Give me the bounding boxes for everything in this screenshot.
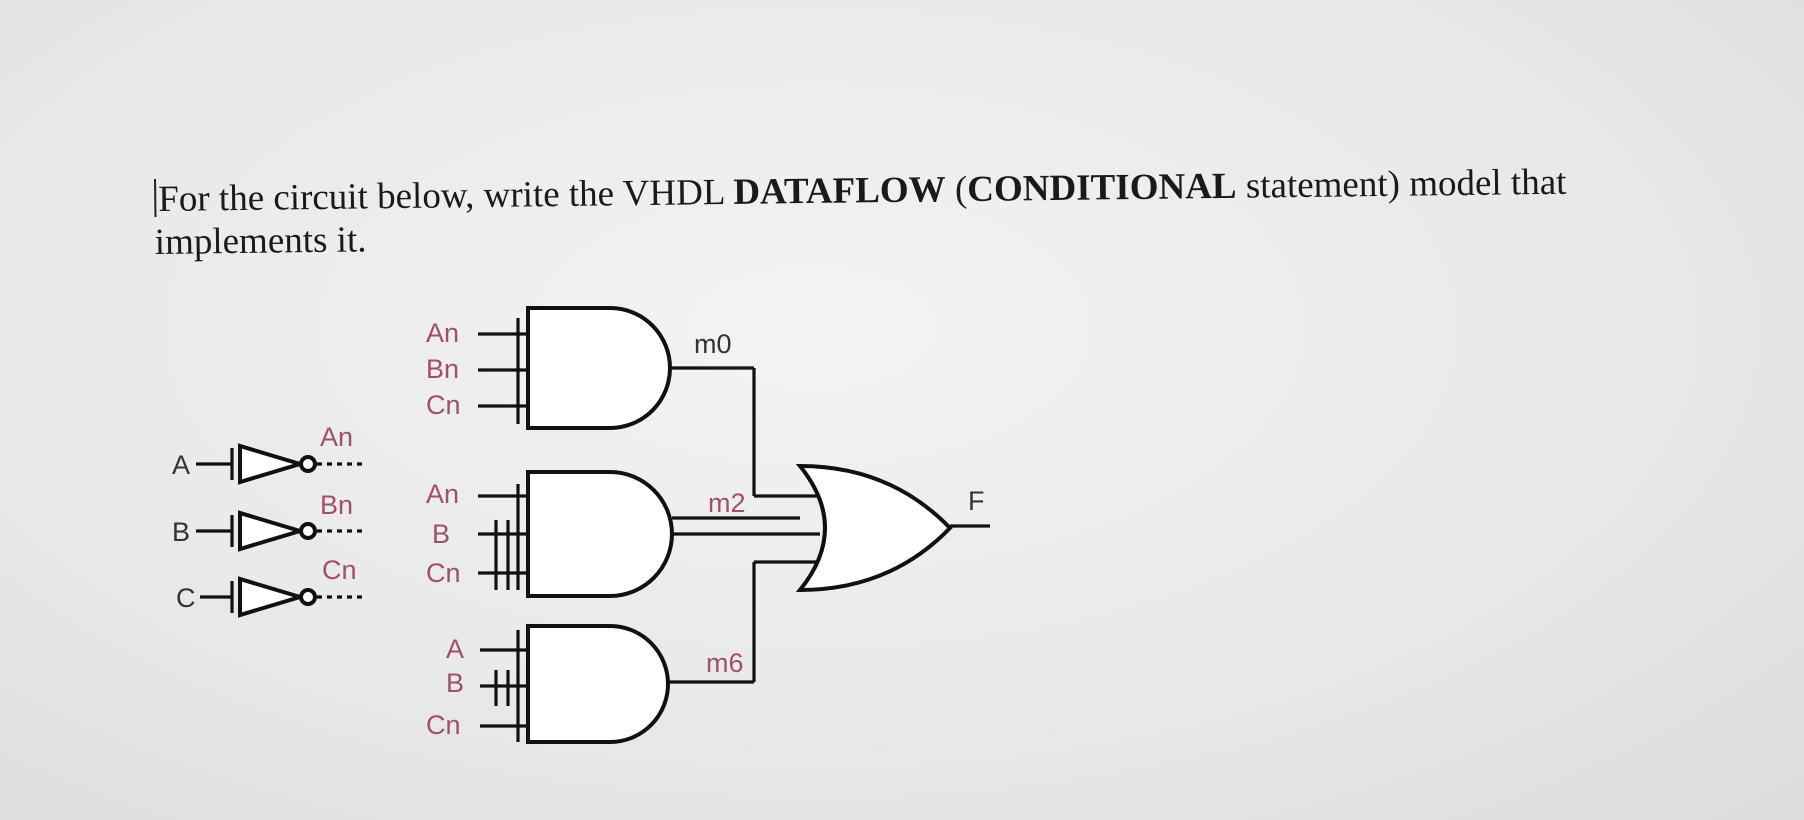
and-m6-input-2-label: B — [446, 668, 464, 698]
inverter-b: B Bn — [172, 490, 365, 552]
inverter-a-triangle — [238, 443, 307, 485]
and-m0-input-2-label: Bn — [426, 354, 459, 384]
and-m0-input-3-label: Cn — [426, 390, 461, 420]
and-m6-input-1-label: A — [446, 634, 464, 664]
inverter-b-output-label: Bn — [320, 490, 353, 520]
and-m6-body — [526, 624, 670, 744]
inverter-a-input-label: A — [172, 450, 190, 480]
inverter-b-triangle — [238, 510, 307, 552]
and-m0-output-label: m0 — [694, 329, 732, 359]
inverter-c-output-label: Cn — [322, 555, 357, 585]
inverter-c: C Cn — [176, 555, 365, 618]
inverter-b-input-label: B — [172, 517, 190, 547]
and-m6-input-3-label: Cn — [426, 710, 461, 740]
and-m0-body — [526, 306, 672, 430]
inverter-b-bubble — [299, 522, 317, 540]
inverter-c-triangle — [238, 576, 307, 618]
inverter-c-bubble — [299, 588, 317, 606]
or-gate: F — [752, 368, 990, 682]
and-m2-body — [526, 470, 674, 598]
and-gate-m6: A B Cn m6 — [426, 624, 754, 744]
and-m2-input-3-label: Cn — [426, 558, 461, 588]
and-m2-output-label: m2 — [708, 488, 746, 518]
and-m0-input-1-label: An — [426, 318, 459, 348]
or-output-label: F — [968, 486, 985, 516]
and-m2-input-1-label: An — [426, 479, 459, 509]
inverter-a-bubble — [299, 455, 317, 473]
inverter-a: A An — [172, 422, 365, 485]
and-gate-m2: An B Cn m2 — [426, 470, 820, 598]
and-m2-input-2-label: B — [432, 519, 450, 549]
inverter-c-input-label: C — [176, 583, 196, 613]
inverter-a-output-label: An — [320, 422, 353, 452]
or-gate-body — [795, 463, 953, 593]
and-m6-output-label: m6 — [706, 648, 744, 678]
and-gate-m0: An Bn Cn m0 — [426, 306, 754, 430]
